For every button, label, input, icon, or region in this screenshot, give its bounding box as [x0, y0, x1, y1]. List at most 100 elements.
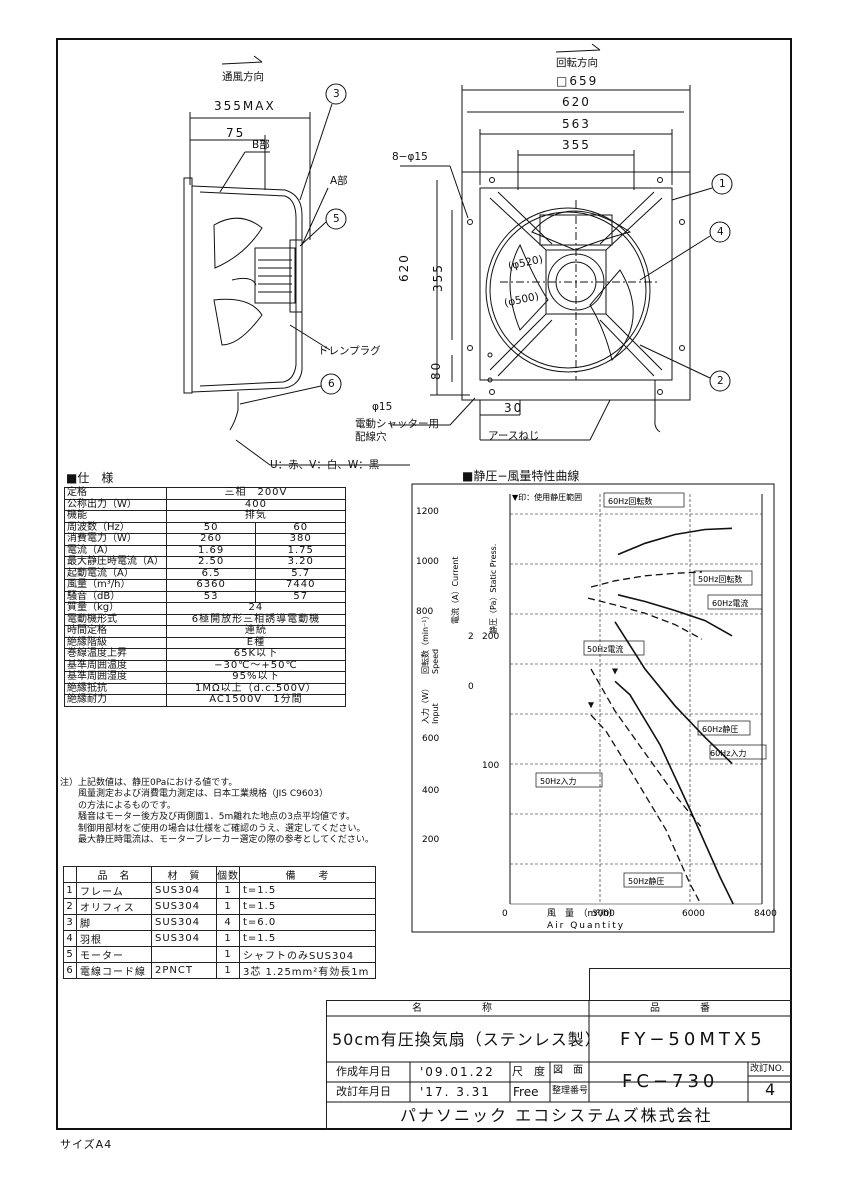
spec-key: 起動電流（A） [64, 567, 167, 580]
spec-value: E種 [165, 636, 347, 649]
note-line: 騒音はモーター後方及び両側面1．5m離れた地点の3点平均値です。 [60, 812, 356, 823]
parts-cell: 2PNCT [151, 962, 217, 979]
y-axis-label-speed: 回転数（min⁻¹） [420, 611, 430, 674]
spec-value: 1MΩ以上（d.c.500V） [165, 682, 347, 695]
dim-659: □659 [556, 74, 599, 88]
spec-value: 24 [165, 602, 347, 615]
usage-range-mark [612, 668, 618, 675]
y-tick-label: 600 [422, 734, 439, 744]
spec-value: 6360 [165, 579, 257, 592]
x-axis-label: 風 量 （m³/h） [547, 908, 618, 919]
spec-key: 絶縁抵抗 [64, 682, 167, 695]
parts-cell: シャフトのみSUS304 [239, 946, 376, 963]
earth-screw-label: アースねじ [488, 430, 540, 442]
wire-colors-label: U：赤、V：白、W：黒 [270, 459, 380, 471]
y-tick-label: 200 [422, 835, 439, 845]
spec-value: 1.69 [165, 544, 257, 557]
series-line [614, 621, 733, 765]
series-label: 50Hz静圧 [628, 876, 664, 886]
dim-30: 30 [504, 401, 524, 415]
x-tick-label: 3000 [592, 909, 615, 919]
series-label: 60Hz入力 [710, 748, 746, 758]
series-label-box [697, 720, 751, 736]
spec-key: 騒音（dB） [64, 590, 167, 603]
dim-75: 75 [226, 126, 246, 140]
revision-number: 4 [765, 1080, 776, 1099]
parts-cell: t=1.5 [239, 898, 376, 915]
series-label-box [707, 594, 763, 610]
scale-label: 尺 度 [512, 1065, 545, 1078]
airflow-arrow [221, 55, 263, 65]
company-name: パナソニック エコシステムズ株式会社 [400, 1106, 713, 1125]
parts-cell: 羽根 [76, 930, 152, 947]
dim-v620: 620 [397, 253, 411, 282]
spec-value: 6.5 [165, 567, 257, 580]
drawing-label: 図 面 [553, 1065, 583, 1076]
parts-cell: 1 [216, 946, 240, 963]
parts-cell: SUS304 [151, 898, 217, 915]
spec-key: 質量（kg） [64, 602, 167, 615]
series-line [617, 527, 733, 556]
parts-header-cell: 品 名 [76, 866, 152, 883]
spec-title: ■仕 様 [66, 471, 114, 485]
spec-value: 5.7 [255, 567, 346, 580]
created-date: '09.01.22 [420, 1065, 495, 1079]
parts-cell: 3芯 1.25mm²有効長1m [239, 962, 376, 979]
spec-key: 風量（m³/h） [64, 579, 167, 592]
parts-cell: SUS304 [151, 882, 217, 899]
spec-value: 7440 [255, 579, 346, 592]
spec-value: 53 [165, 590, 257, 603]
series-label: 60Hz電流 [712, 598, 748, 608]
parts-header-row: 品 名材 質個数備 考 [63, 866, 376, 883]
spec-key: 周波数（Hz） [64, 521, 167, 534]
product-number: FY−50MTX5 [620, 1029, 766, 1050]
parts-cell: オリフィス [76, 898, 152, 915]
series-label-box [583, 640, 645, 656]
spec-row: 機能排気 [64, 510, 347, 523]
dim-355: 355 [562, 138, 591, 152]
revision-label: 改訂NO. [750, 1064, 785, 1074]
y-tick-label: 400 [422, 786, 439, 796]
spec-key: 時間定格 [64, 625, 167, 638]
shutter-label-1: 電動シャッター用 [355, 418, 439, 430]
part-a-label: A部 [330, 175, 348, 187]
airflow-label: 通風方向 [222, 71, 264, 83]
spec-row: 時間定格連続 [64, 625, 347, 638]
dim-563: 563 [562, 117, 591, 131]
parts-cell: 5 [63, 946, 77, 963]
parts-cell: 1 [63, 882, 77, 899]
spec-value: 3.20 [255, 556, 346, 569]
spec-key: 電流（A） [64, 544, 167, 557]
parts-cell: t=1.5 [239, 882, 376, 899]
spec-row: 基準周囲温度−30℃〜+50℃ [64, 659, 347, 672]
holes-label: 8−φ15 [392, 151, 428, 163]
parts-cell: フレーム [76, 882, 152, 899]
series-line [590, 714, 702, 905]
parts-cell: 1 [216, 898, 240, 915]
usage-range-mark [588, 702, 594, 709]
spec-key: 電動機形式 [64, 613, 167, 626]
callout-5: 5 [333, 213, 340, 225]
parts-cell [151, 946, 217, 963]
y-tick-label: 800 [416, 607, 433, 617]
x-axis-label-en: Air Quantity [547, 921, 625, 931]
parts-header-cell: 個数 [216, 866, 240, 883]
note-line: 風量測定および消費電力測定は、日本工業規格（JIS C9603） [60, 789, 329, 800]
parts-cell: 1 [216, 882, 240, 899]
callout-6: 6 [328, 378, 335, 390]
parts-cell: 1 [216, 930, 240, 947]
part-b-label: B部 [252, 139, 270, 151]
spec-value: −30℃〜+50℃ [165, 659, 347, 672]
rotation-label: 回転方向 [556, 57, 598, 69]
spec-value: 380 [255, 533, 346, 546]
